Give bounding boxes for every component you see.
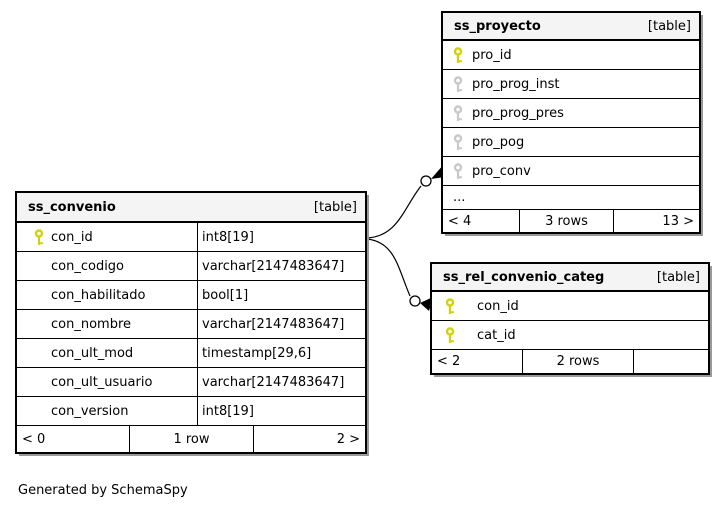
footer-min-degree: < 2: [432, 350, 523, 373]
table-name[interactable]: ss_convenio: [28, 199, 116, 215]
connector-convenio-rel-categ: [366, 238, 433, 311]
more-columns-ellipsis: ...: [443, 186, 699, 210]
column-type: varchar[2147483647]: [202, 316, 345, 332]
foreign-key-icon: [452, 75, 464, 93]
column-name: con_id: [51, 229, 93, 245]
primary-key-icon: [444, 326, 456, 344]
table-header: ss_convenio [table]: [17, 193, 365, 223]
column-type: bool[1]: [202, 287, 249, 303]
zero-or-one-circle: [420, 175, 432, 187]
column-type: int8[19]: [202, 403, 254, 419]
primary-key-icon: [452, 46, 464, 64]
table-header: ss_proyecto [table]: [443, 13, 699, 41]
footer-max-degree: 2 >: [336, 431, 360, 447]
foreign-key-icon: [452, 104, 464, 122]
column-name: con_ult_mod: [51, 345, 134, 361]
column-name: con_habilitado: [51, 287, 146, 303]
zero-or-one-circle: [409, 295, 421, 307]
column-name: pro_prog_pres: [472, 105, 564, 121]
table-header: ss_rel_convenio_categ [table]: [432, 264, 708, 292]
column-name: pro_id: [472, 47, 512, 63]
column-type: varchar[2147483647]: [202, 374, 345, 390]
column-row: con_nombre varchar[2147483647]: [17, 310, 365, 339]
footer-max-degree: [634, 350, 708, 373]
column-row: con_id int8[19]: [17, 223, 365, 252]
foreign-key-icon: [452, 133, 464, 151]
column-row: con_version int8[19]: [17, 397, 365, 426]
column-row: pro_conv: [443, 157, 699, 186]
column-row: pro_prog_pres: [443, 99, 699, 128]
footer-row-count: 2 rows: [523, 350, 634, 373]
column-name: con_id: [477, 298, 519, 314]
table-type-badge: [table]: [647, 18, 691, 34]
table-ss-convenio: ss_convenio [table] con_id int8[19] con_…: [15, 191, 367, 454]
column-name: cat_id: [477, 327, 516, 343]
column-row: con_id: [432, 292, 708, 321]
table-ss-rel-convenio-categ: ss_rel_convenio_categ [table] con_id cat…: [430, 262, 710, 375]
foreign-key-icon: [452, 162, 464, 180]
column-name: con_nombre: [51, 316, 132, 332]
column-name: con_version: [51, 403, 129, 419]
column-row: pro_prog_inst: [443, 70, 699, 99]
table-footer: < 0 1 row 2 >: [17, 426, 365, 452]
primary-key-icon: [444, 297, 456, 315]
connector-convenio-proyecto: [366, 164, 445, 239]
column-name: pro_conv: [472, 163, 531, 179]
table-name[interactable]: ss_rel_convenio_categ: [443, 269, 605, 285]
footer-max-degree: 13 >: [662, 213, 694, 229]
primary-key-icon: [33, 228, 45, 246]
table-footer: < 4 3 rows 13 >: [443, 210, 699, 232]
table-footer: < 2 2 rows: [432, 350, 708, 373]
column-name: con_codigo: [51, 258, 125, 274]
footer-row-count: 3 rows: [520, 210, 614, 232]
footer-row-count: 1 row: [130, 426, 254, 452]
column-row: con_habilitado bool[1]: [17, 281, 365, 310]
column-type: varchar[2147483647]: [202, 258, 345, 274]
column-row: con_codigo varchar[2147483647]: [17, 252, 365, 281]
column-name: pro_prog_inst: [472, 76, 560, 92]
column-name: pro_pog: [472, 134, 525, 150]
table-type-badge: [table]: [313, 199, 357, 215]
table-ss-proyecto: ss_proyecto [table] pro_id pro_prog_inst…: [441, 11, 701, 234]
column-row: pro_pog: [443, 128, 699, 157]
column-row: cat_id: [432, 321, 708, 350]
column-row: con_ult_usuario varchar[2147483647]: [17, 368, 365, 397]
footer-min-degree: < 4: [443, 210, 520, 232]
table-name[interactable]: ss_proyecto: [454, 18, 541, 34]
column-type: timestamp[29,6]: [202, 345, 312, 361]
table-type-badge: [table]: [656, 269, 700, 285]
column-row: con_ult_mod timestamp[29,6]: [17, 339, 365, 368]
footer-min-degree: < 0: [17, 426, 130, 452]
column-row: pro_id: [443, 41, 699, 70]
column-type: int8[19]: [202, 229, 254, 245]
column-name: con_ult_usuario: [51, 374, 153, 390]
generated-by-label: Generated by SchemaSpy: [18, 483, 188, 498]
